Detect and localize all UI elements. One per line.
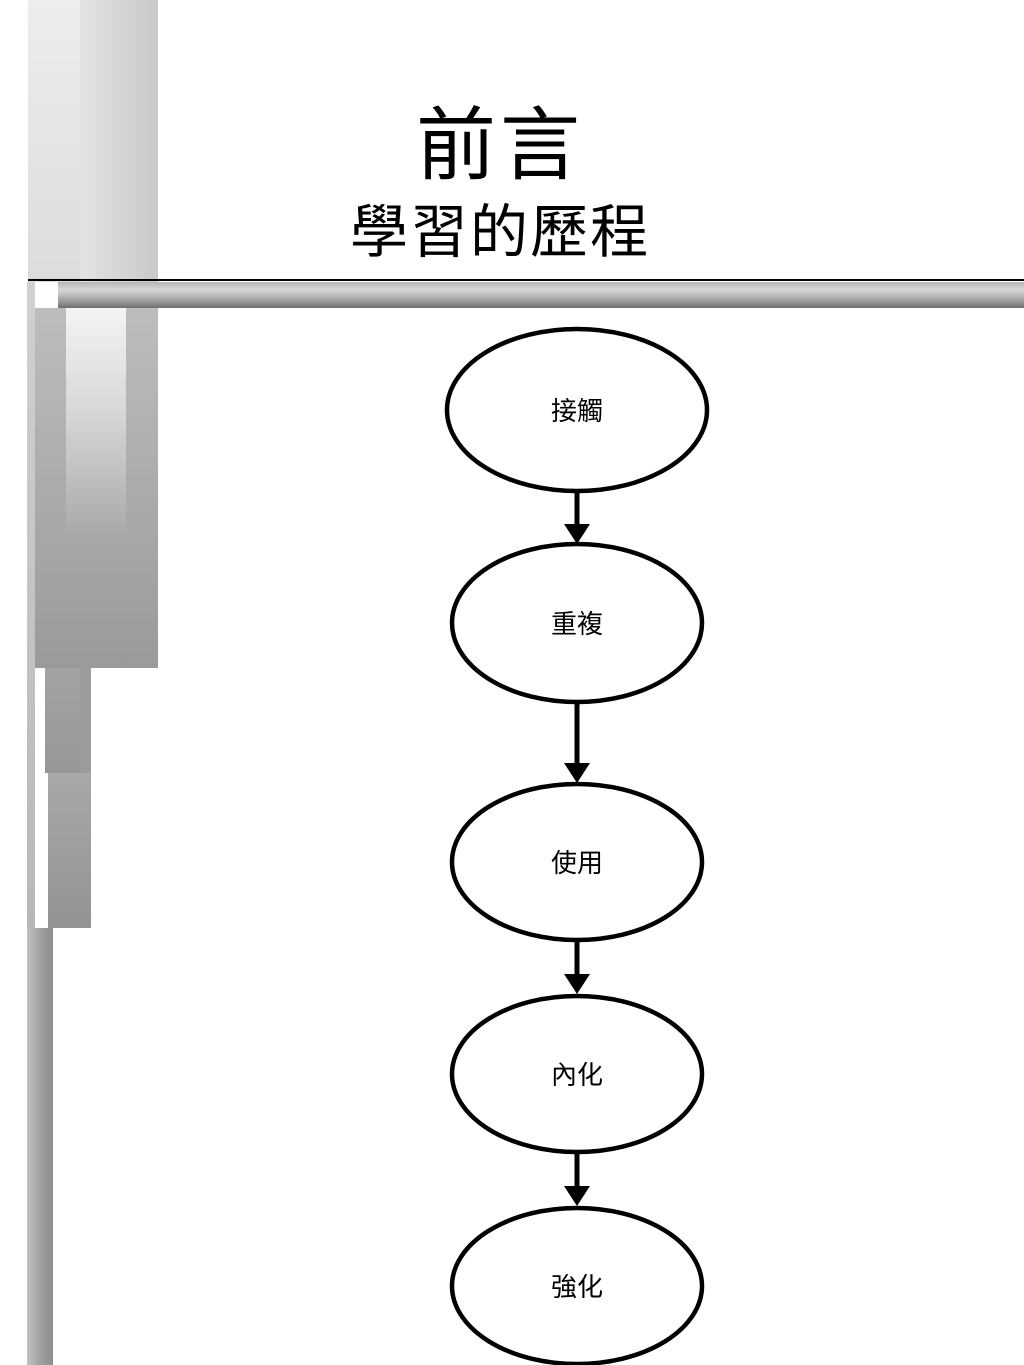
flow-node-reinforce-label: 強化 <box>551 1273 603 1303</box>
flow-node-internalize-label: 內化 <box>551 1061 603 1091</box>
flow-node-use: 使用 <box>449 781 705 943</box>
flow-node-repeat: 重複 <box>449 541 705 705</box>
decor-bar-top-inner <box>28 0 80 282</box>
flow-node-contact-label: 接觸 <box>551 397 603 427</box>
flow-edge-contact-repeat <box>564 492 590 544</box>
flow-edge-repeat-use <box>564 702 590 783</box>
slide-title: 前言 <box>416 99 584 192</box>
flow-node-use-label: 使用 <box>551 849 603 879</box>
flow-node-reinforce: 強化 <box>449 1205 705 1365</box>
decor-bar-low <box>45 668 80 773</box>
flow-node-contact: 接觸 <box>444 326 710 494</box>
decor-bar-mid-highlight <box>66 308 126 535</box>
flow-edge-use-internalize <box>564 940 590 994</box>
flow-node-repeat-label: 重複 <box>551 610 603 640</box>
decor-bar-bottom-strip <box>27 928 53 1365</box>
flow-nodes: 接觸 重複 使用 內化 強化 <box>444 326 710 1365</box>
flow-node-internalize: 內化 <box>449 993 705 1155</box>
flow-edge-internalize-reinforce <box>564 1152 590 1206</box>
title-rule-line <box>28 279 1024 281</box>
title-rule-bar <box>58 282 1024 308</box>
flow-edges <box>564 492 590 1206</box>
decor-bar-lower <box>48 773 91 928</box>
decor-bar-left-edge <box>27 282 35 928</box>
slide-subtitle: 學習的歷程 <box>349 198 650 266</box>
